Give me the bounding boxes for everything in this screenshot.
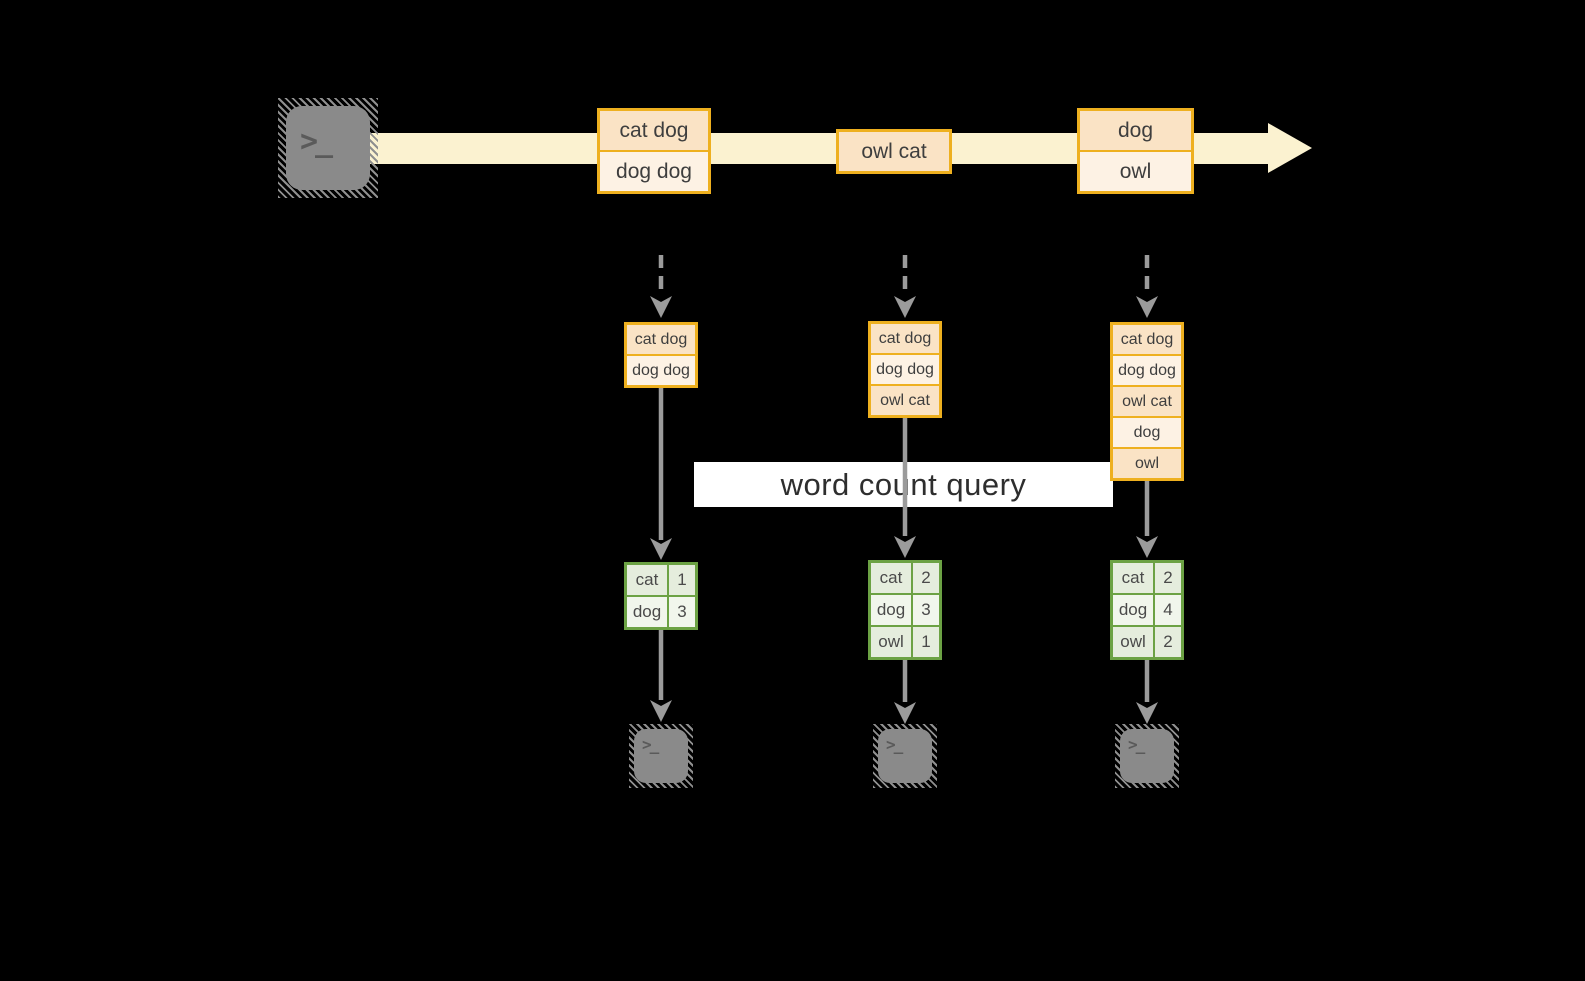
query-arrow-3	[1136, 481, 1158, 558]
count-word: owl	[1113, 627, 1153, 657]
terminal-prompt-glyph: >_	[886, 735, 903, 754]
stream-word-cell: dog	[1080, 111, 1191, 150]
count-value: 3	[669, 597, 695, 627]
terminal-body	[1120, 729, 1174, 783]
stream-word-cell: owl	[1080, 152, 1191, 191]
buffer-box-1: cat dog dog dog	[624, 322, 698, 388]
stream-arrowhead	[1268, 123, 1312, 173]
buffer-cell: owl	[1113, 449, 1181, 478]
buffer-cell: owl cat	[1113, 387, 1181, 416]
sink-arrow-1	[650, 630, 672, 722]
count-word: cat	[871, 563, 911, 593]
terminal-source-icon: >_	[278, 98, 378, 198]
dashed-arrow-1	[650, 255, 672, 318]
buffer-cell: dog dog	[627, 356, 695, 385]
buffer-cell: cat dog	[1113, 325, 1181, 354]
count-value: 4	[1155, 595, 1181, 625]
count-word: dog	[627, 597, 667, 627]
terminal-body	[878, 729, 932, 783]
count-value: 2	[913, 563, 939, 593]
terminal-prompt-glyph: >_	[300, 124, 333, 159]
terminal-sink-icon: >_	[873, 724, 937, 788]
stream-batch-1: cat dog dog dog	[597, 108, 711, 194]
count-value: 1	[913, 627, 939, 657]
terminal-body	[286, 106, 370, 190]
count-value: 2	[1155, 627, 1181, 657]
buffer-box-2: cat dog dog dog owl cat	[868, 321, 942, 418]
count-word: dog	[1113, 595, 1153, 625]
count-value: 2	[1155, 563, 1181, 593]
terminal-sink-icon: >_	[1115, 724, 1179, 788]
buffer-box-3: cat dog dog dog owl cat dog owl	[1110, 322, 1184, 481]
count-word: cat	[627, 565, 667, 595]
stream-word-cell: owl cat	[839, 132, 949, 171]
buffer-cell: dog	[1113, 418, 1181, 447]
buffer-cell: dog dog	[1113, 356, 1181, 385]
terminal-prompt-glyph: >_	[642, 735, 659, 754]
sink-arrow-2	[894, 660, 916, 724]
count-word: dog	[871, 595, 911, 625]
count-table-2: cat 2 dog 3 owl 1	[868, 560, 942, 660]
stream-word-cell: cat dog	[600, 111, 708, 150]
count-table-1: cat 1 dog 3	[624, 562, 698, 630]
buffer-cell: owl cat	[871, 386, 939, 415]
terminal-sink-icon: >_	[629, 724, 693, 788]
dashed-arrow-2	[894, 255, 916, 318]
sink-arrow-3	[1136, 660, 1158, 724]
count-value: 1	[669, 565, 695, 595]
buffer-cell: cat dog	[871, 324, 939, 353]
stream-batch-2: owl cat	[836, 129, 952, 174]
dashed-arrow-3	[1136, 255, 1158, 318]
terminal-body	[634, 729, 688, 783]
count-word: cat	[1113, 563, 1153, 593]
query-arrow-2	[894, 418, 916, 558]
count-value: 3	[913, 595, 939, 625]
stream-word-cell: dog dog	[600, 152, 708, 191]
buffer-cell: dog dog	[871, 355, 939, 384]
count-word: owl	[871, 627, 911, 657]
buffer-cell: cat dog	[627, 325, 695, 354]
stream-batch-3: dog owl	[1077, 108, 1194, 194]
count-table-3: cat 2 dog 4 owl 2	[1110, 560, 1184, 660]
query-arrow-1	[650, 388, 672, 560]
terminal-prompt-glyph: >_	[1128, 735, 1145, 754]
